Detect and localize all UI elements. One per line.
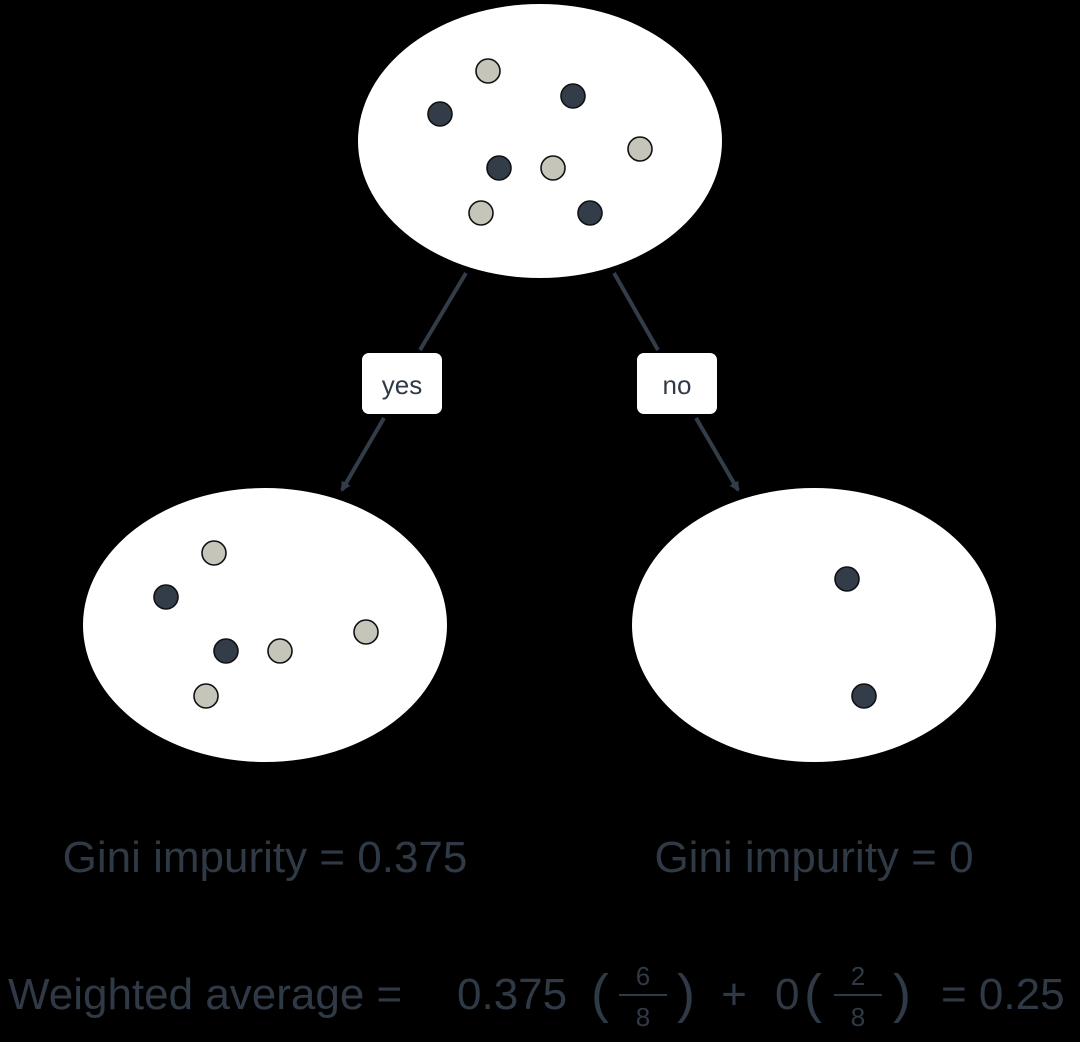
edge-no-upper-line — [612, 272, 660, 351]
right-dark-point — [834, 566, 860, 592]
formula-frac1-den: 8 — [636, 1002, 650, 1032]
formula-paren-close-2: ) — [893, 964, 911, 1024]
formula-paren-open-2: ( — [804, 964, 822, 1024]
formula-term2-value: 0 — [775, 970, 799, 1019]
root-dark-point — [577, 200, 603, 226]
root-node-points — [427, 58, 653, 226]
formula-paren-open-1: ( — [591, 964, 609, 1024]
left-light-point — [353, 619, 379, 645]
formula-prefix: Weighted average = — [8, 970, 402, 1019]
left-node-ellipse — [83, 488, 447, 762]
edge-yes-arrow — [340, 416, 386, 492]
left-light-point — [193, 683, 219, 709]
left-light-point — [201, 540, 227, 566]
root-light-point — [540, 155, 566, 181]
edge-yes-label: yes — [382, 370, 422, 400]
formula-frac1-num: 6 — [636, 961, 650, 991]
root-light-point — [627, 136, 653, 162]
root-dark-point — [427, 101, 453, 127]
left-node — [83, 488, 447, 762]
right-node — [632, 488, 996, 762]
edge-yes-upper-line — [418, 271, 468, 352]
edge-no: no — [612, 272, 740, 492]
root-light-point — [468, 200, 494, 226]
edge-yes-label-box — [362, 353, 442, 414]
root-node-ellipse — [358, 4, 722, 278]
root-dark-point — [486, 155, 512, 181]
root-light-point — [475, 58, 501, 84]
edge-yes: yes — [340, 271, 468, 492]
weighted-average-formula: Weighted average = 0.375 ( 6 8 ) + 0 ( 2… — [8, 961, 1065, 1032]
edge-no-label-box — [637, 353, 717, 414]
root-dark-point — [560, 83, 586, 109]
right-node-ellipse — [632, 488, 996, 762]
formula-frac2-num: 2 — [851, 961, 865, 991]
right-dark-point — [851, 683, 877, 709]
formula-plus: + — [721, 970, 747, 1019]
formula-frac2-den: 8 — [851, 1002, 865, 1032]
edge-no-arrow — [694, 416, 740, 492]
left-gini-label: Gini impurity = 0.375 — [63, 833, 468, 882]
left-node-points — [153, 540, 379, 709]
left-dark-point — [213, 638, 239, 664]
left-light-point — [267, 638, 293, 664]
right-node-points — [834, 566, 877, 709]
edge-no-label: no — [663, 370, 692, 400]
formula-term1-value: 0.375 — [457, 970, 567, 1019]
formula-result: = 0.25 — [941, 970, 1065, 1019]
left-dark-point — [153, 584, 179, 610]
root-node — [358, 4, 722, 278]
formula-paren-close-1: ) — [677, 964, 695, 1024]
right-gini-label: Gini impurity = 0 — [654, 833, 973, 882]
